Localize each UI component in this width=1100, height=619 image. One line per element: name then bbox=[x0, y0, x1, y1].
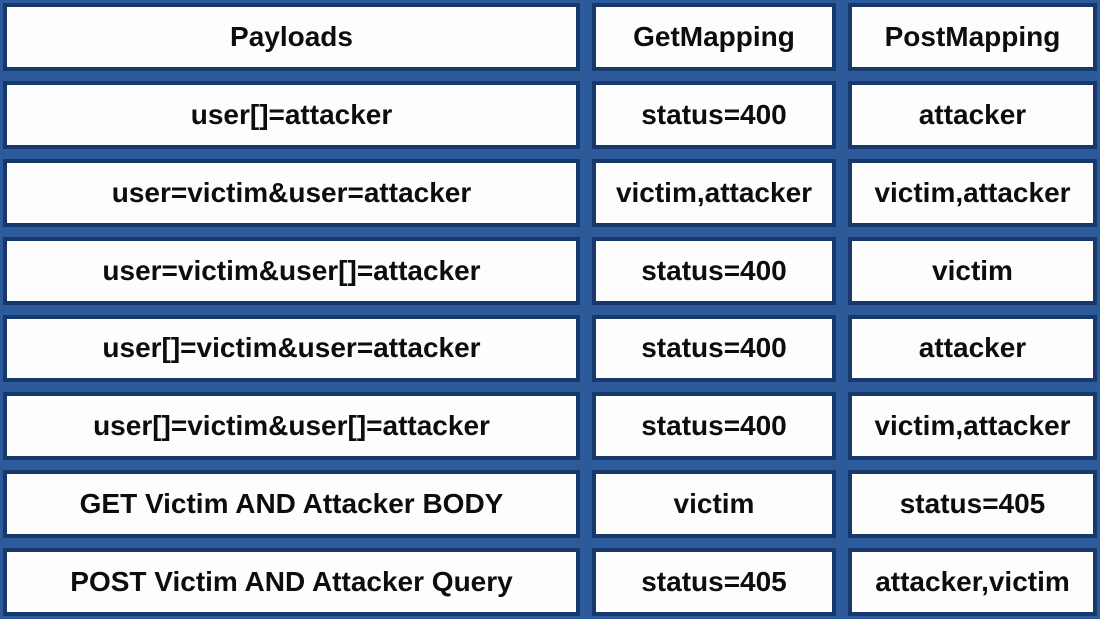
payload-cell: user=victim&user[]=attacker bbox=[3, 236, 580, 305]
postmapping-cell: status=405 bbox=[848, 470, 1097, 539]
postmapping-cell: victim,attacker bbox=[848, 392, 1097, 461]
postmapping-cell: victim,attacker bbox=[848, 158, 1097, 227]
payload-cell: user=victim&user=attacker bbox=[3, 158, 580, 227]
postmapping-cell: attacker,victim bbox=[848, 548, 1097, 616]
header-cell-postmapping: PostMapping bbox=[848, 3, 1097, 71]
getmapping-cell: status=400 bbox=[592, 392, 836, 461]
payload-cell: POST Victim AND Attacker Query bbox=[3, 548, 580, 616]
postmapping-cell: victim bbox=[848, 236, 1097, 305]
postmapping-cell: attacker bbox=[848, 314, 1097, 383]
payload-cell: user[]=victim&user[]=attacker bbox=[3, 392, 580, 461]
getmapping-cell: victim,attacker bbox=[592, 158, 836, 227]
payload-cell: user[]=victim&user=attacker bbox=[3, 314, 580, 383]
getmapping-cell: status=405 bbox=[592, 548, 836, 616]
postmapping-cell: attacker bbox=[848, 80, 1097, 149]
payload-cell: GET Victim AND Attacker BODY bbox=[3, 470, 580, 539]
header-cell-payloads: Payloads bbox=[3, 3, 580, 71]
getmapping-cell: status=400 bbox=[592, 314, 836, 383]
getmapping-cell: victim bbox=[592, 470, 836, 539]
payload-cell: user[]=attacker bbox=[3, 80, 580, 149]
header-cell-getmapping: GetMapping bbox=[592, 3, 836, 71]
getmapping-cell: status=400 bbox=[592, 236, 836, 305]
getmapping-cell: status=400 bbox=[592, 80, 836, 149]
